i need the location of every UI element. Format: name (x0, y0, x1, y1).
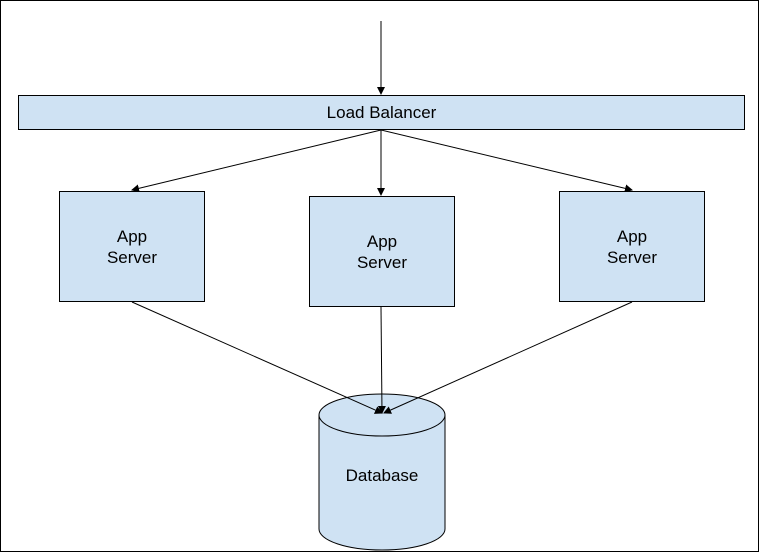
app-server-label: App Server (606, 226, 658, 267)
app-server-label: App Server (356, 231, 408, 272)
load-balancer-label: Load Balancer (326, 103, 437, 122)
database-label: Database (345, 466, 419, 485)
database-cylinder-top (318, 393, 446, 437)
app-server-node-2[interactable]: App Server (309, 196, 455, 307)
app-server-node-1[interactable]: App Server (59, 191, 205, 302)
edge-lb-to-server-1 (131, 129, 382, 193)
database-cylinder-body (318, 415, 446, 551)
edge-lb-to-server-3 (380, 129, 633, 193)
app-server-label: App Server (106, 226, 158, 267)
app-server-node-3[interactable]: App Server (559, 191, 705, 302)
load-balancer-node[interactable]: Load Balancer (18, 95, 745, 130)
